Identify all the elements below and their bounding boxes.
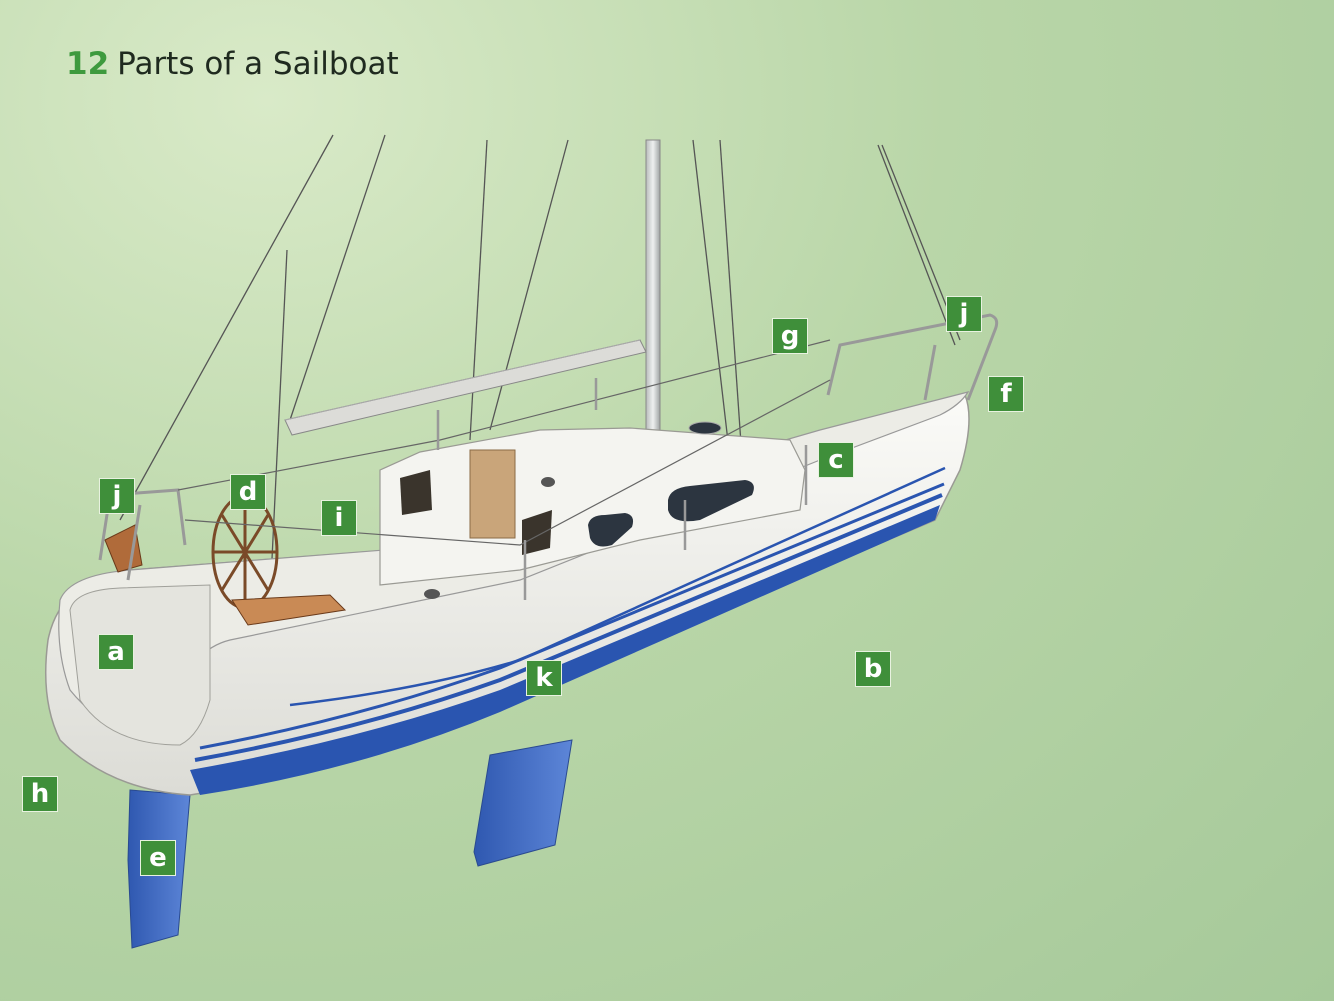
companionway [469,449,516,539]
stern-seat [104,524,143,573]
label-f: f [988,376,1024,412]
mast [645,139,661,436]
keel [473,739,573,867]
stern-pulpit [98,488,187,581]
transom [69,584,211,746]
stanchions [436,378,808,600]
boom [284,339,647,436]
hull-bottom [190,505,940,795]
winch-2 [541,477,555,487]
label-a: a [98,634,134,670]
label-d: d [230,474,266,510]
title-text: Parts of a Sailboat [117,46,399,82]
label-i: i [321,500,357,536]
label-e: e [140,840,176,876]
lifelines [177,339,831,546]
sheer-stripe [289,466,946,707]
bow-pulpit [826,313,999,401]
boot-stripe-2 [199,482,945,750]
label-g: g [772,318,808,354]
label-k: k [526,660,562,696]
boot-stripe [194,493,943,762]
label-c: c [818,442,854,478]
cabin-window-2 [588,513,634,547]
cockpit-seat [231,594,347,626]
label-b: b [855,651,891,687]
steering-wheel [211,494,279,610]
cabin-window-4 [522,510,552,555]
title-number: 12 [66,46,110,82]
winch [424,589,440,599]
cabin-window-3 [400,470,432,515]
cabin-window [668,480,754,522]
label-j-bow: j [946,296,982,332]
label-j-stern: j [99,478,135,514]
label-h: h [22,776,58,812]
deck-hatch [688,421,722,435]
